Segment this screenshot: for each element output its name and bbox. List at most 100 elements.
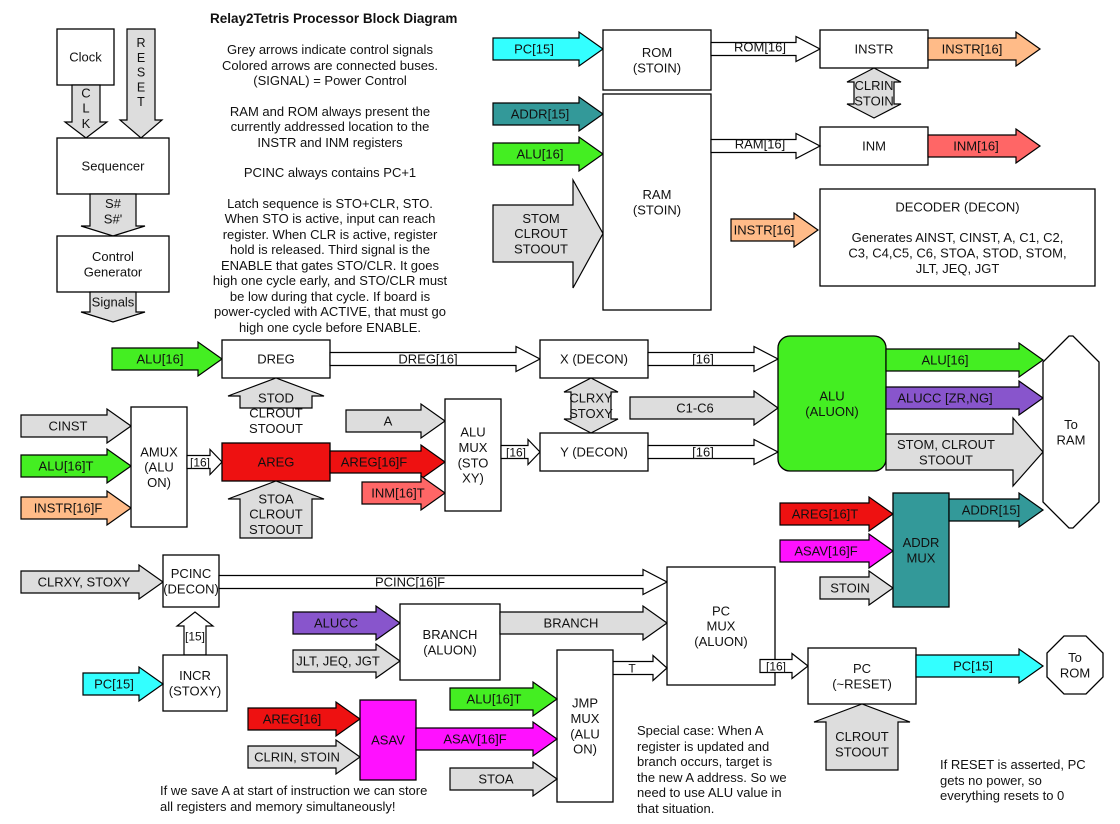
block-clock: Clock: [56, 28, 115, 86]
block-asav-label: ASAV: [371, 733, 405, 748]
arrow-alucc-out: ALUCC [ZR,NG]: [885, 379, 1045, 417]
block-ram: RAM(STOIN): [602, 93, 712, 311]
arrow-mux16-label: [16]: [506, 445, 526, 459]
arrow-x16-label: [16]: [692, 352, 714, 367]
arrow-areg16f-label: AREG[16]F: [341, 455, 408, 470]
arrow-alucc-label: ALUCC: [314, 616, 358, 631]
page-title: Relay2Tetris Processor Block Diagram: [210, 11, 458, 26]
arrow-inm16t: INM[16]T: [361, 474, 447, 512]
arrow-t-sig-label: T: [628, 661, 636, 675]
arrow-pc15-incr-label: PC[15]: [94, 677, 134, 692]
block-inm: INM: [819, 126, 929, 166]
arrow-alu16-ram: ALU[16]: [492, 135, 605, 173]
arrow-s-hash: S#S#': [80, 193, 146, 237]
arrow-instr16-dec: INSTR[16]: [730, 211, 820, 249]
arrow-addr15-out: ADDR[15]: [948, 491, 1045, 529]
arrow-c1c6: C1-C6: [629, 389, 780, 427]
arrow-incr15: [15]: [175, 611, 215, 656]
block-x-decon-label: X (DECON): [560, 352, 628, 367]
block-alu: ALU(ALUON): [777, 335, 887, 472]
arrow-pc15-in-label: PC[15]: [514, 42, 554, 57]
block-inm-label: INM: [862, 139, 886, 154]
block-incr-label: INCR(STOXY): [169, 668, 222, 698]
arrow-stoin: STOIN: [819, 569, 895, 607]
arrow-alu16t-jmp-label: ALU[16]T: [467, 692, 522, 707]
block-clock-label: Clock: [69, 50, 102, 65]
block-sequencer: Sequencer: [56, 137, 170, 195]
arrow-pc15-out: PC[15]: [915, 647, 1045, 685]
arrow-alu16-dreg: ALU[16]: [111, 340, 224, 378]
arrow-pc15-incr: PC[15]: [82, 665, 165, 703]
arrow-a-sig: A: [345, 402, 447, 440]
arrow-pcmux16: [16]: [759, 652, 809, 680]
arrow-alu16-ram-label: ALU[16]: [517, 147, 564, 162]
arrow-instr16f: INSTR[16]F: [20, 489, 133, 527]
block-sequencer-label: Sequencer: [82, 159, 146, 174]
arrow-c1c6-label: C1-C6: [676, 401, 714, 416]
arrow-signals-out-label: Signals: [92, 295, 135, 310]
arrow-cinst-label: CINST: [49, 419, 88, 434]
arrow-inm16t-label: INM[16]T: [371, 486, 425, 501]
block-decoder-label: DECODER (DECON) Generates AINST, CINST, …: [848, 200, 1066, 276]
arrow-pc15-out-label: PC[15]: [953, 659, 993, 674]
arrow-jlt: JLT, JEQ, JGT: [292, 642, 402, 680]
arrow-clrin-stoin2-label: CLRIN, STOIN: [254, 750, 340, 765]
arrow-asav16f-jmp-label: ASAV[16]F: [443, 732, 506, 747]
block-pc-label: PC(~RESET): [832, 661, 892, 691]
block-instr: INSTR: [819, 29, 929, 69]
arrow-inm16-out: INM[16]: [927, 127, 1042, 165]
block-instr-label: INSTR: [855, 42, 894, 57]
arrow-clrin-stoin2: CLRIN, STOIN: [247, 738, 362, 776]
arrow-areg16t: AREG[16]T: [779, 495, 895, 533]
arrow-asav16f-addr-label: ASAV[16]F: [794, 544, 857, 559]
block-decoder: DECODER (DECON) Generates AINST, CINST, …: [819, 188, 1096, 287]
arrow-areg16t-label: AREG[16]T: [792, 507, 859, 522]
arrow-amux16: [16]: [186, 448, 223, 476]
arrow-ram16-label: RAM[16]: [735, 137, 786, 152]
arrow-addr15-in-label: ADDR[15]: [511, 107, 570, 122]
arrow-signals-out: Signals: [80, 291, 146, 323]
arrow-areg16-asav: AREG[16]: [247, 700, 362, 738]
block-rom-label: ROM(STOIN): [633, 45, 681, 75]
arrow-addr15-in: ADDR[15]: [492, 95, 605, 133]
block-pcinc: PCINC(DECON): [162, 554, 220, 608]
block-areg-label: AREG: [258, 455, 295, 470]
block-x-decon: X (DECON): [539, 339, 649, 379]
arrow-stoa-jmp-label: STOA: [478, 772, 513, 787]
arrow-jlt-label: JLT, JEQ, JGT: [296, 654, 380, 669]
block-pc: PC(~RESET): [807, 647, 917, 705]
arrow-rom16-label: ROM[16]: [734, 40, 786, 55]
block-y-decon: Y (DECON): [539, 432, 649, 472]
arrow-incr15-label: [15]: [185, 629, 205, 643]
arrow-pcmux16-label: [16]: [766, 659, 786, 673]
arrow-alucc: ALUCC: [292, 604, 402, 642]
arrow-branch-sig: BRANCH: [499, 604, 669, 642]
arrow-alu16-out: ALU[16]: [885, 341, 1045, 379]
arrow-alu16t-jmp: ALU[16]T: [449, 680, 559, 718]
arrow-rom16: ROM[16]: [710, 35, 822, 63]
block-alu-label: ALU(ALUON): [805, 389, 858, 419]
